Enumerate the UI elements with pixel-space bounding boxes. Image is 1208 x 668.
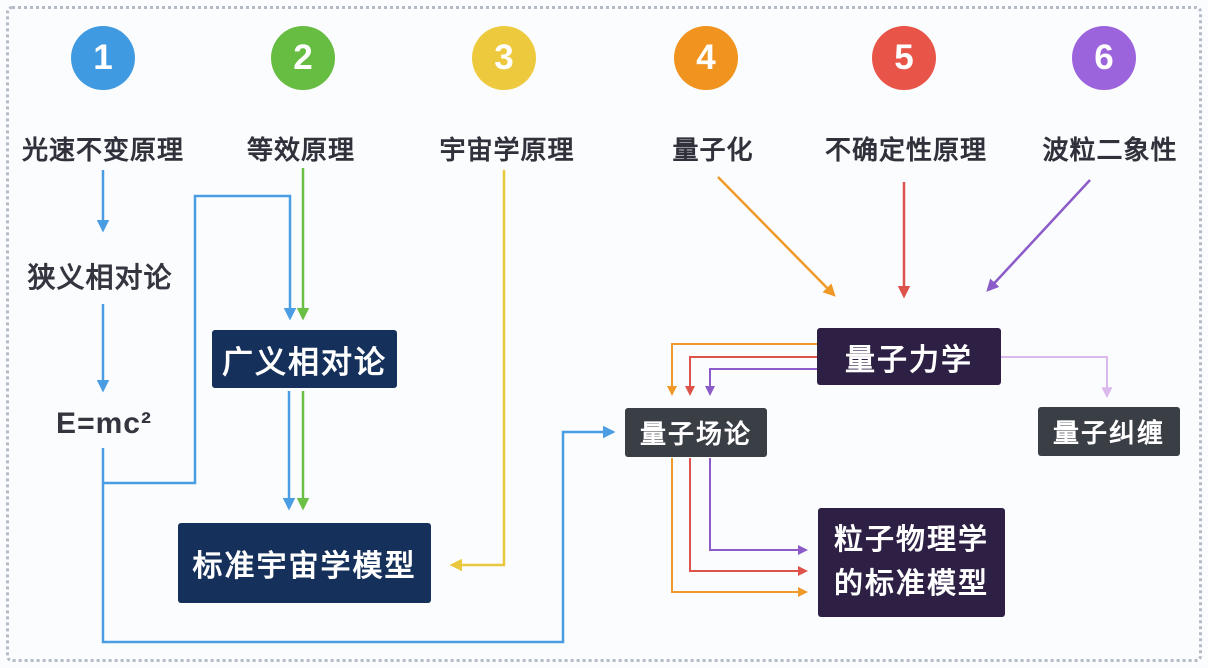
node-general-relativity: 广义相对论 <box>212 330 397 388</box>
principle-4-number: 4 <box>696 38 716 77</box>
principle-2-number: 2 <box>293 38 313 77</box>
label-wave-particle-duality: 波粒二象性 <box>1042 135 1178 165</box>
principle-6-badge: 6 <box>1072 26 1136 90</box>
node-standard-model-line1: 粒子物理学 <box>833 524 989 556</box>
edge-special-relativity-to-general-relativity <box>103 194 297 485</box>
principle-5-number: 5 <box>894 38 914 77</box>
edge-quantization-to-quantum-mechanics <box>717 176 836 297</box>
node-quantum-field-theory: 量子场论 <box>625 408 767 457</box>
principle-3-badge: 3 <box>472 26 536 90</box>
node-standard-cosmology-model-label: 标准宇宙学模型 <box>192 550 417 583</box>
node-quantum-mechanics: 量子力学 <box>817 328 1001 385</box>
edge-quantum-mechanics-to-qft-purple <box>705 368 817 396</box>
node-standard-cosmology-model: 标准宇宙学模型 <box>178 523 431 603</box>
principle-5-badge: 5 <box>872 26 936 90</box>
edge-qft-to-standard-model-red <box>689 458 808 576</box>
node-standard-model-line2: 的标准模型 <box>833 567 989 600</box>
principle-2-badge: 2 <box>271 26 335 90</box>
node-particle-physics-standard-model: 粒子物理学 的标准模型 <box>818 508 1005 617</box>
principle-1-badge: 1 <box>71 26 135 90</box>
edge-special-relativity-to-quantum-field-theory <box>101 425 616 644</box>
edge-wave-particle-to-quantum-mechanics <box>986 179 1091 292</box>
node-emc2: E=mc² <box>56 407 152 440</box>
edge-qft-to-standard-model-purple <box>709 458 808 555</box>
node-quantum-entanglement: 量子纠缠 <box>1038 407 1180 456</box>
edge-quantum-mechanics-to-qft-red <box>685 356 817 396</box>
node-special-relativity: 狭义相对论 <box>27 262 173 293</box>
principle-1-number: 1 <box>93 38 113 77</box>
edge-quantum-mechanics-to-qft-orange <box>667 343 817 396</box>
node-quantum-entanglement-label: 量子纠缠 <box>1052 418 1165 448</box>
principle-3-number: 3 <box>494 38 514 77</box>
node-quantum-field-theory-label: 量子场论 <box>639 419 752 449</box>
label-cosmological-principle: 宇宙学原理 <box>439 135 575 165</box>
node-general-relativity-label: 广义相对论 <box>222 344 387 380</box>
label-uncertainty-principle: 不确定性原理 <box>824 135 988 165</box>
edge-qft-to-standard-model-orange <box>671 458 808 597</box>
principle-6-number: 6 <box>1094 38 1114 77</box>
principle-4-badge: 4 <box>674 26 738 90</box>
label-equivalence-principle: 等效原理 <box>246 135 356 165</box>
edge-cosmological-principle-to-cosmology-model <box>449 170 506 572</box>
edge-quantum-mechanics-to-entanglement <box>1001 356 1113 399</box>
label-light-speed-principle: 光速不变原理 <box>21 135 185 165</box>
node-quantum-mechanics-label: 量子力学 <box>845 343 973 377</box>
label-quantization: 量子化 <box>672 135 754 165</box>
